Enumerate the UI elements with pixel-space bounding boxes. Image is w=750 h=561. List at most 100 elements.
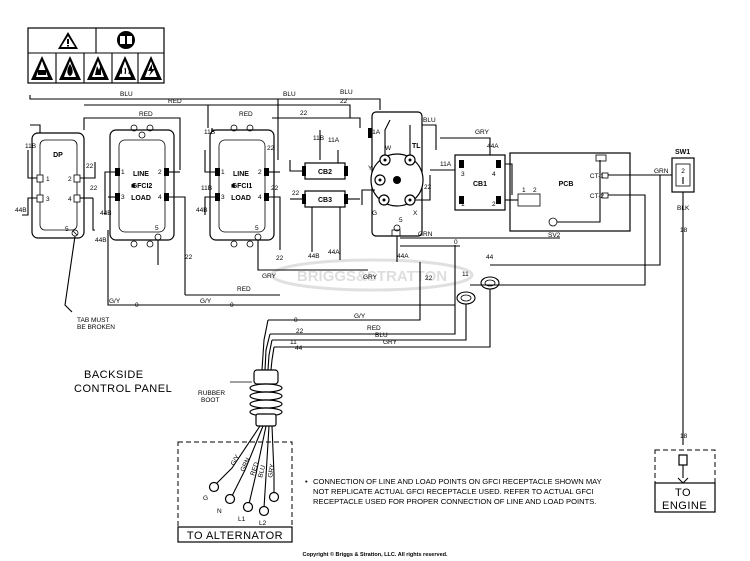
svg-text:BLU: BLU	[375, 332, 388, 339]
gfci-note: • CONNECTION OF LINE AND LOAD POINTS ON …	[305, 477, 602, 506]
gfci2-terminal-2	[164, 168, 169, 176]
pcb-board: PCB 1 2 CT-1 CT-2 SV2	[509, 152, 631, 239]
gfci1-label: GFCI1	[232, 183, 253, 190]
svg-text:1: 1	[522, 187, 526, 194]
wire-label-22-dp: 22	[86, 163, 94, 170]
terminal-g-label: G	[203, 495, 208, 502]
to-alternator-label: TO ALTERNATOR	[187, 530, 283, 542]
fire-hazard-icon	[59, 56, 81, 80]
cb3-label: CB3	[318, 197, 332, 204]
gfci1-receptacle: LINE ■ GFCI1 LOAD 1 2 3 4 5	[209, 124, 275, 248]
svg-text:G: G	[372, 210, 377, 217]
svg-text:■: ■	[131, 183, 135, 190]
backside-label1: BACKSIDE	[84, 369, 144, 381]
svg-text:22: 22	[300, 110, 308, 117]
svg-text:44B: 44B	[308, 253, 320, 260]
svg-text:G/Y: G/Y	[230, 453, 242, 467]
svg-text:44B: 44B	[196, 207, 208, 214]
svg-text:22: 22	[267, 145, 275, 152]
svg-text:GRY: GRY	[383, 339, 398, 346]
twistlock-terminal-tl	[404, 154, 416, 166]
terminal-l2-label: L2	[259, 520, 267, 527]
pcb-wires	[470, 160, 675, 286]
electric-shock-icon	[140, 56, 162, 80]
svg-text:44B: 44B	[100, 210, 112, 217]
wire-label-red-mid: RED	[237, 286, 251, 293]
svg-text:44A: 44A	[328, 249, 340, 256]
svg-text:2: 2	[258, 169, 262, 176]
hot-surface-icon	[114, 56, 136, 80]
svg-text:11B: 11B	[204, 129, 215, 136]
svg-text:GRY: GRY	[267, 463, 276, 479]
svg-text:2: 2	[681, 168, 685, 175]
cb1-label: CB1	[473, 181, 487, 188]
tab-note-line2: BE BROKEN	[77, 324, 115, 331]
watermark: BRIGGS&STRATTON	[270, 258, 474, 292]
cb1-breaker: CB1 3 4 1 2	[454, 154, 506, 211]
svg-text:RED: RED	[249, 461, 260, 477]
svg-text:W: W	[385, 145, 392, 152]
svg-text:2: 2	[492, 201, 496, 208]
svg-text:18: 18	[680, 433, 688, 440]
svg-text:44: 44	[295, 345, 303, 352]
gfci2-terminal-3	[115, 193, 120, 201]
svg-text:11: 11	[462, 271, 469, 278]
terminal-l1-ring-icon	[242, 501, 254, 513]
svg-text:2: 2	[68, 176, 72, 183]
svg-text:Y: Y	[368, 165, 373, 172]
watermark-text: BRIGGS&STRATTON	[297, 268, 447, 285]
caution-triangle-icon	[58, 32, 78, 49]
svg-text:1: 1	[221, 169, 225, 176]
svg-text:2: 2	[533, 187, 537, 194]
svg-text:11A: 11A	[328, 137, 340, 144]
explosion-hazard-icon	[87, 56, 109, 80]
gfci2-line-label: LINE	[133, 171, 149, 178]
dp-receptacle: DP 1 2 3 4 5	[31, 132, 85, 239]
dp-terminal-4	[73, 194, 81, 203]
tab-note-line1: TAB MUST	[77, 317, 109, 324]
gfci2-receptacle: LINE ■ GFCI2 LOAD 1 2 3 4 5	[109, 124, 175, 248]
wire-label-grn-pcb: GRN	[654, 168, 669, 175]
gfci1-terminal-3	[215, 193, 220, 201]
svg-text:11B: 11B	[201, 185, 212, 192]
wire-label-red-gfci1: RED	[239, 111, 253, 118]
backside-label2: CONTROL PANEL	[74, 383, 172, 395]
svg-text:22: 22	[292, 190, 300, 197]
svg-text:0: 0	[230, 302, 234, 309]
svg-text:RED: RED	[367, 325, 381, 332]
gfci1-terminal-1	[215, 168, 220, 176]
svg-text:4: 4	[68, 196, 72, 203]
cb2-label: CB2	[318, 169, 332, 176]
top-wire-runs	[29, 95, 491, 171]
svg-text:BLU: BLU	[257, 464, 267, 478]
svg-text:0: 0	[454, 239, 458, 246]
pcb-ct1-label: CT-1	[590, 173, 604, 180]
cb3-breaker: CB3	[302, 190, 348, 208]
svg-text:G/Y: G/Y	[200, 298, 212, 305]
to-alternator-box: G N L1 L2 G/Y GRN RED BLU GRY TO ALTERNA…	[177, 425, 293, 543]
copyright-text: Copyright © Briggs & Stratton, LLC. All …	[302, 551, 448, 558]
wire-label-blu-top: BLU	[283, 91, 296, 98]
gfci2-top-screw-icon	[138, 131, 146, 139]
dp-terminal-3	[36, 194, 44, 203]
svg-text:22: 22	[340, 98, 348, 105]
harness-boot	[230, 319, 283, 427]
svg-text:BLU: BLU	[340, 89, 353, 96]
twistlock-terminal-g	[378, 194, 390, 206]
dp-terminal-1	[36, 174, 44, 183]
to-engine-box: TO ENGINE	[654, 449, 716, 513]
note-line3: RECEPTACLE USED FOR PROPER CONNECTION OF…	[313, 497, 596, 506]
svg-text:G/Y: G/Y	[354, 313, 366, 320]
terminal-n-ring-icon	[224, 493, 236, 505]
gfci1-wires	[204, 150, 368, 271]
cb2-breaker: CB2	[302, 162, 348, 180]
gfci2-load-label: LOAD	[131, 195, 151, 202]
svg-text:3: 3	[121, 194, 125, 201]
cb-wires	[289, 160, 360, 260]
gfci2-terminal-4	[164, 193, 169, 201]
svg-text:22: 22	[296, 328, 304, 335]
svg-text:22: 22	[276, 255, 284, 262]
terminal-g-ring-icon	[208, 481, 220, 493]
